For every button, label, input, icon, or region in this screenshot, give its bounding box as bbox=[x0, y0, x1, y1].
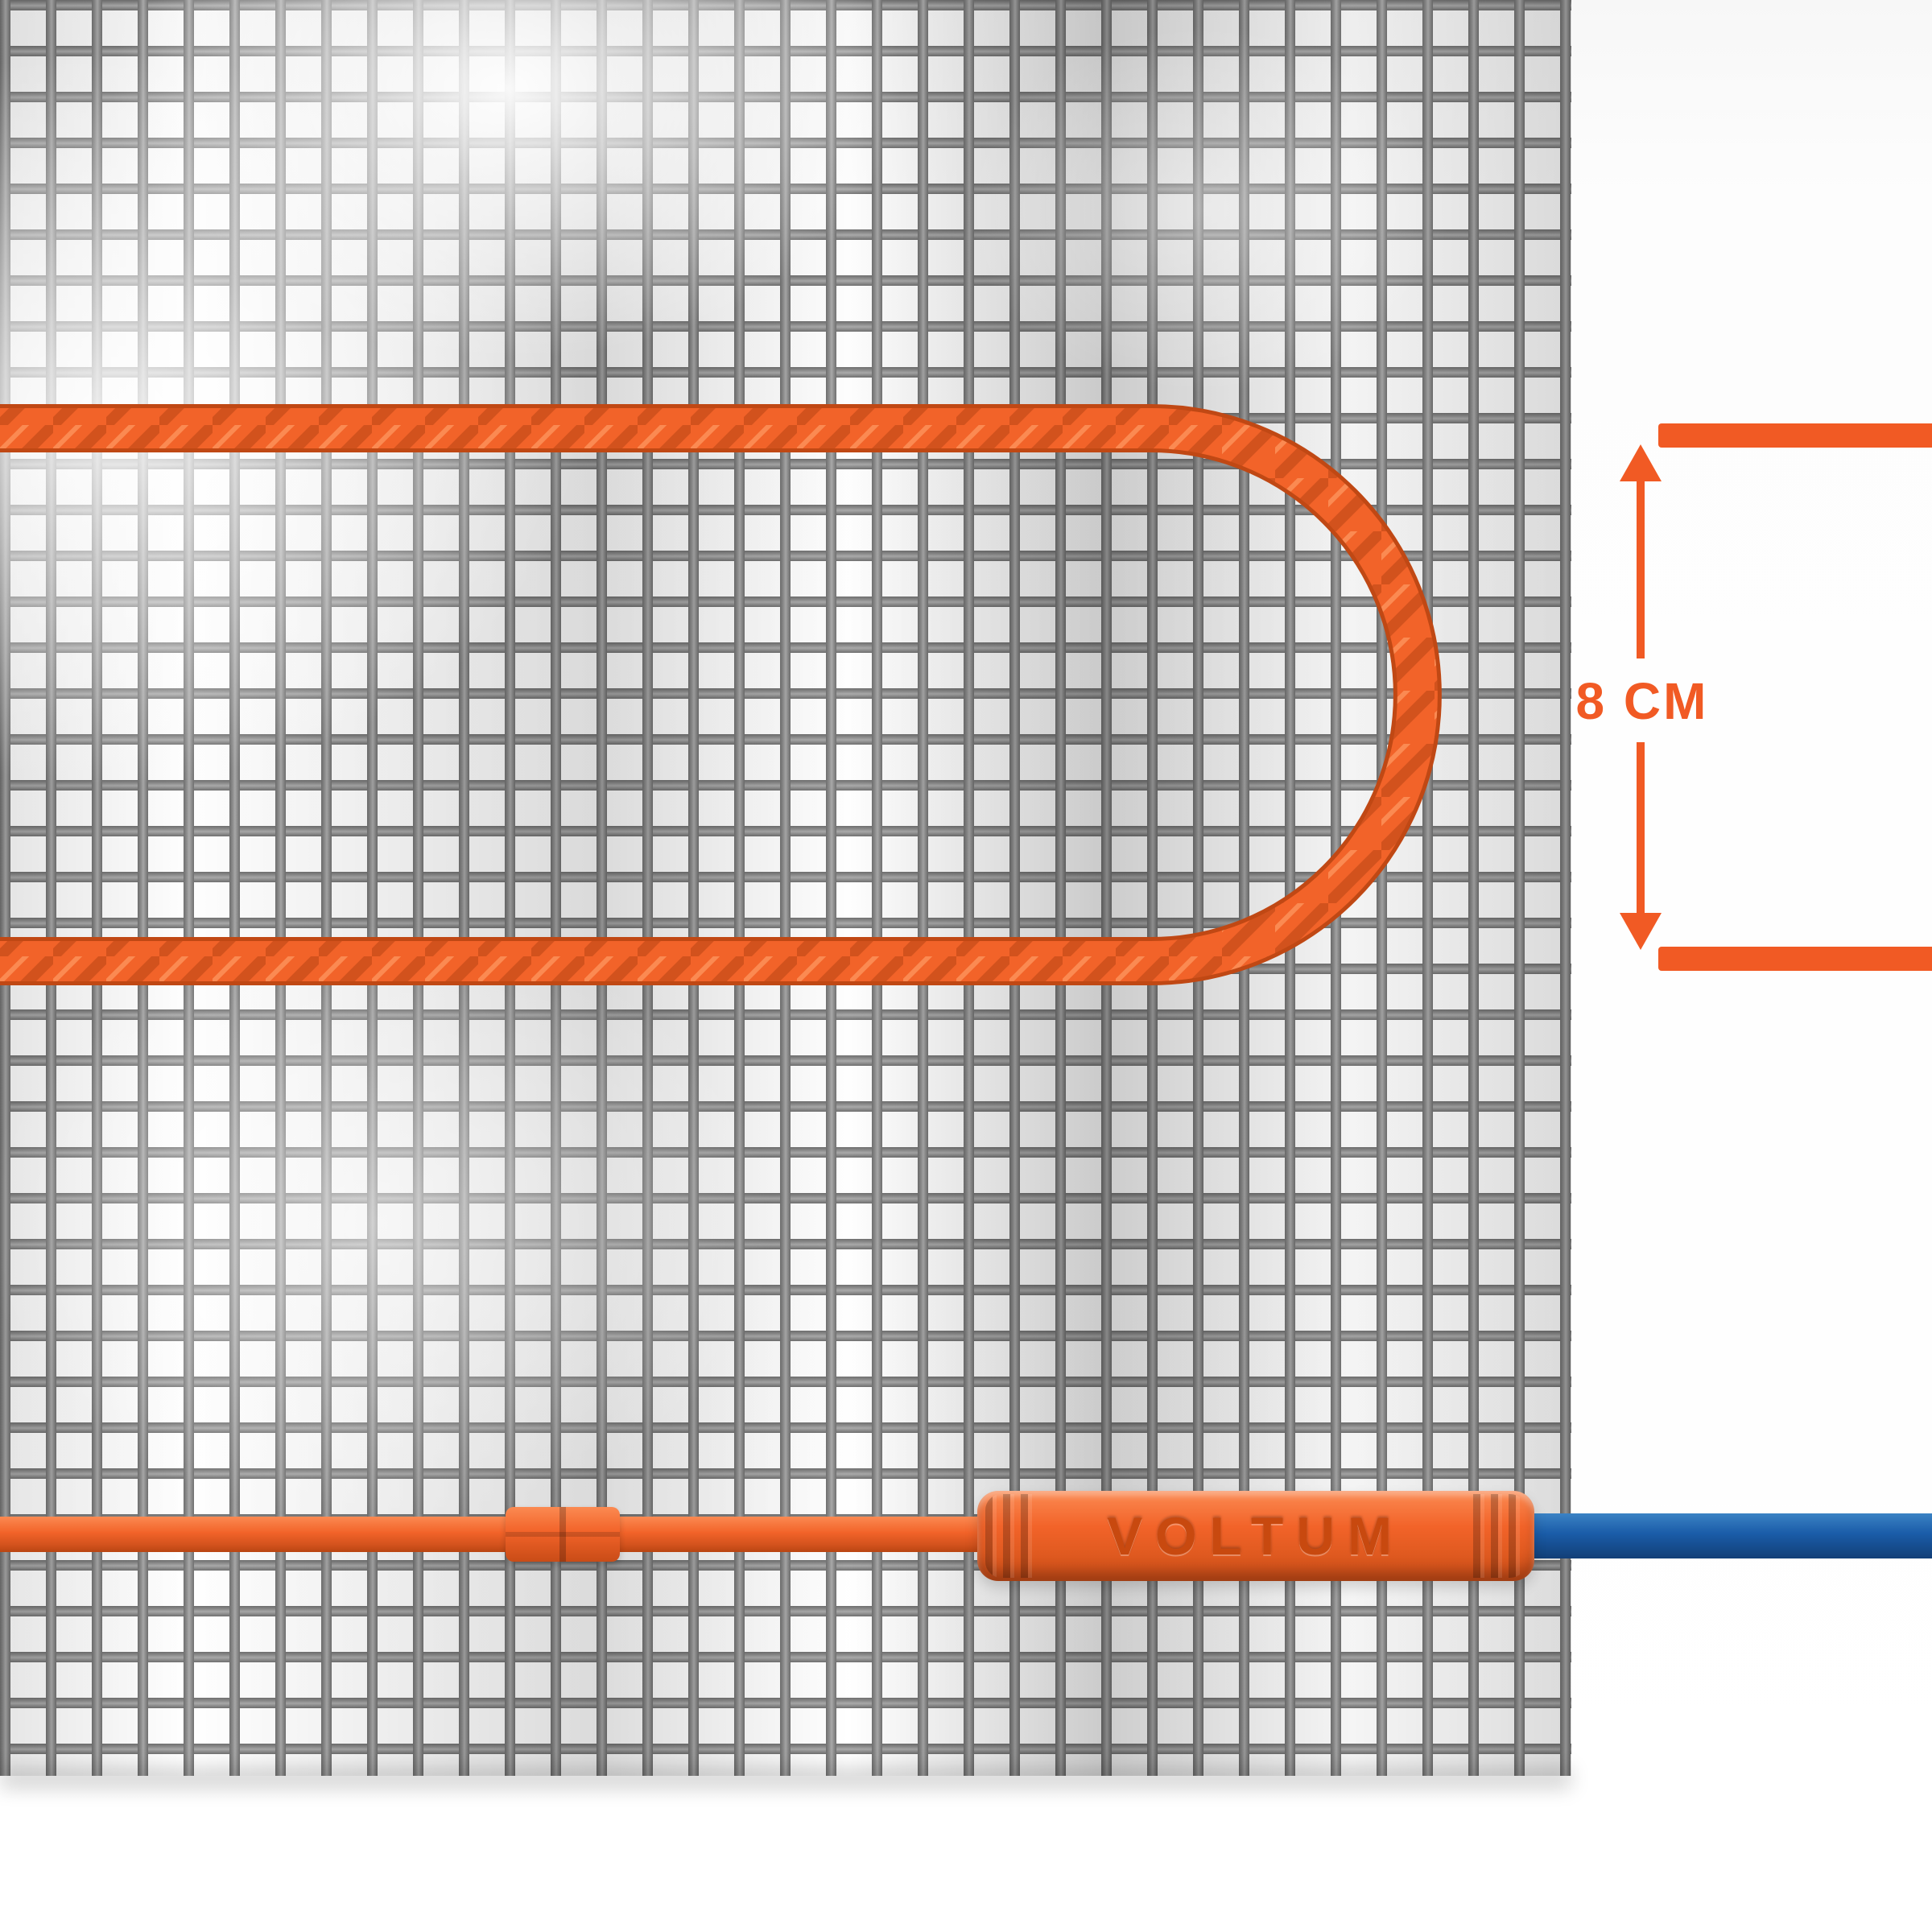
heating-cable-body bbox=[0, 408, 1438, 981]
dimension-line-top bbox=[1637, 480, 1645, 658]
power-lead-cable bbox=[1513, 1513, 1932, 1558]
brand-label: VOLTUM bbox=[1107, 1506, 1405, 1566]
dimension-bar-bottom bbox=[1658, 947, 1932, 971]
dimension-bar-top bbox=[1658, 423, 1932, 448]
arrow-up-icon bbox=[1620, 444, 1662, 481]
dimension-label: 8 CM bbox=[1575, 672, 1709, 730]
cable-splice-clip bbox=[506, 1507, 620, 1562]
arrow-down-icon bbox=[1620, 913, 1662, 950]
mesh-bottom-shadow bbox=[0, 1768, 1571, 1789]
dimension-line-bottom bbox=[1637, 742, 1645, 918]
connector-ridges-right bbox=[1473, 1494, 1526, 1578]
heating-cable-outline bbox=[0, 404, 1442, 985]
connector-ridges-left bbox=[985, 1494, 1038, 1578]
connector-coupler: VOLTUM bbox=[977, 1491, 1534, 1581]
cold-lead-cable bbox=[0, 1517, 998, 1552]
